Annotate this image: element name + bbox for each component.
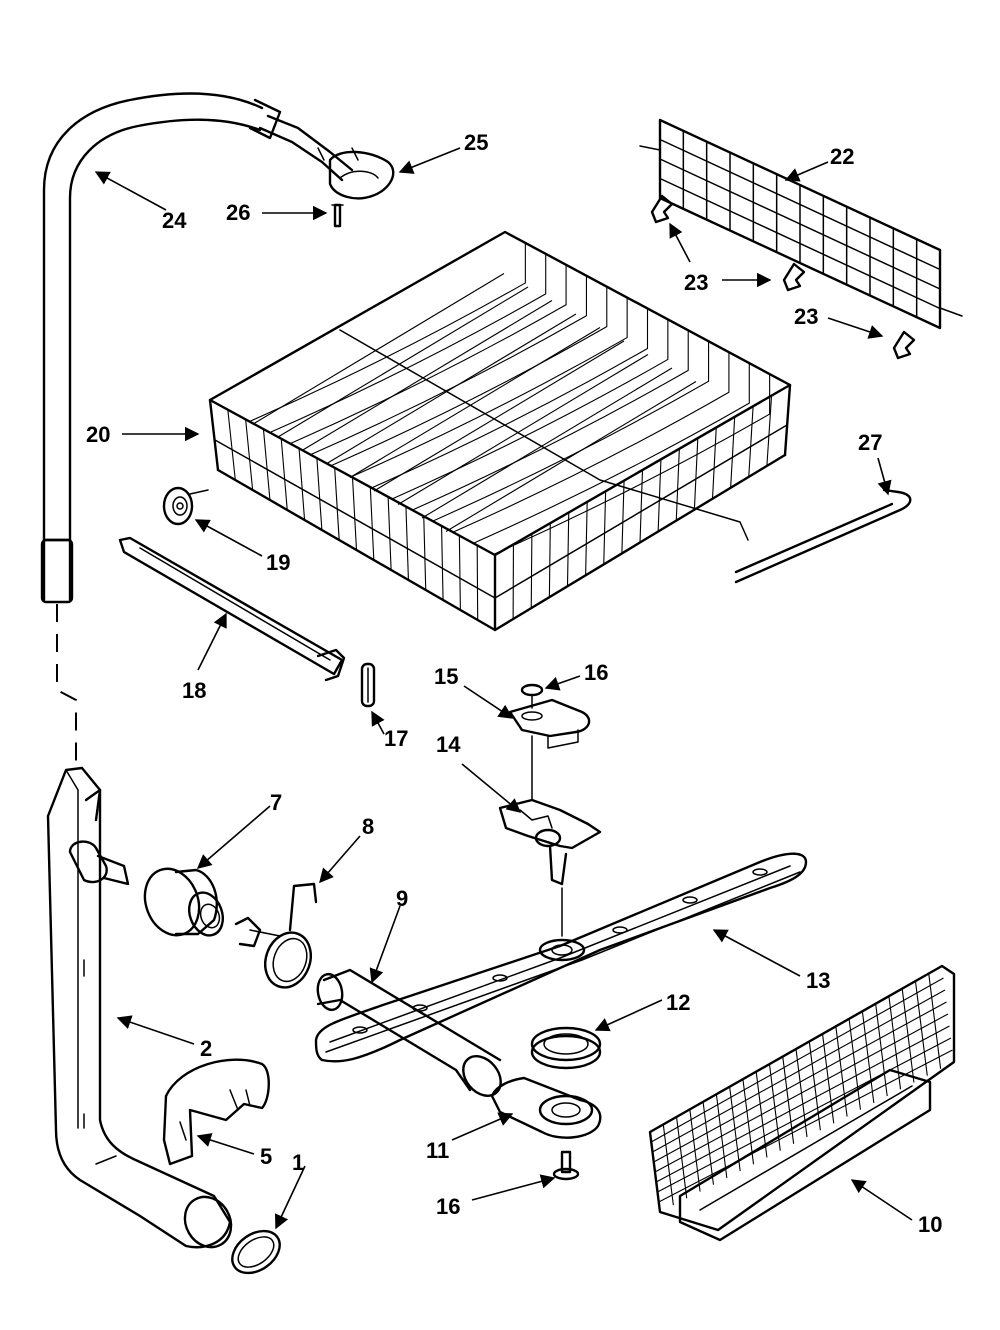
rack-label-grid [639, 118, 963, 330]
callout-9: 9 [396, 886, 408, 911]
rail-stop-clip [360, 662, 376, 708]
bottom-screw [552, 1150, 580, 1181]
filter-screen [648, 964, 956, 1242]
callout-15: 15 [434, 664, 458, 689]
callout-24: 24 [162, 208, 187, 233]
callout-14: 14 [436, 732, 461, 757]
callout-18: 18 [182, 678, 206, 703]
callout-8: 8 [362, 814, 374, 839]
spray-arm-hub [490, 1076, 602, 1139]
callout-23-upper: 23 [684, 270, 708, 295]
water-manifold [46, 766, 233, 1249]
spray-tube [316, 968, 502, 1097]
callout-17: 17 [384, 726, 408, 751]
callout-26: 26 [226, 200, 250, 225]
o-ring [231, 1229, 281, 1275]
lower-spray-arm [314, 852, 808, 1063]
grid-clip-2 [782, 262, 806, 292]
upper-spray-nozzle-cover [508, 698, 591, 749]
callout-22: 22 [830, 144, 854, 169]
callout-5: 5 [260, 1144, 272, 1169]
callout-13: 13 [806, 968, 830, 993]
inlet-seal [143, 867, 225, 937]
grid-clip-3 [892, 330, 916, 360]
callout-20: 20 [86, 422, 110, 447]
callout-25: 25 [464, 130, 488, 155]
callout-1: 1 [292, 1150, 304, 1175]
tube-coupler [258, 114, 395, 200]
spray-arm-mount-bracket [498, 798, 602, 886]
hidden-connector-line [56, 604, 77, 770]
callout-7: 7 [270, 790, 282, 815]
grid-clip-1 [650, 194, 674, 224]
callout-11: 11 [426, 1138, 449, 1163]
supply-tube [40, 92, 282, 604]
callout-27: 27 [858, 430, 882, 455]
callout-16-bottom: 16 [436, 1194, 460, 1219]
callout-19: 19 [266, 550, 290, 575]
leader-lines [94, 147, 913, 1230]
callout-10: 10 [918, 1212, 942, 1237]
manifold-bracket [162, 1058, 270, 1166]
rack-roller [162, 486, 209, 526]
callout-2: 2 [200, 1036, 212, 1061]
upper-dish-rack [208, 230, 792, 632]
callout-23-lower: 23 [794, 304, 818, 329]
rack-slide-rail [118, 536, 346, 682]
mounting-screw [331, 203, 344, 228]
hose-clamp [234, 882, 318, 989]
spray-arm-seal-ring [530, 1026, 602, 1070]
rack-stop-wire [734, 488, 912, 584]
callout-16-top: 16 [584, 660, 608, 685]
callout-12: 12 [666, 990, 690, 1015]
